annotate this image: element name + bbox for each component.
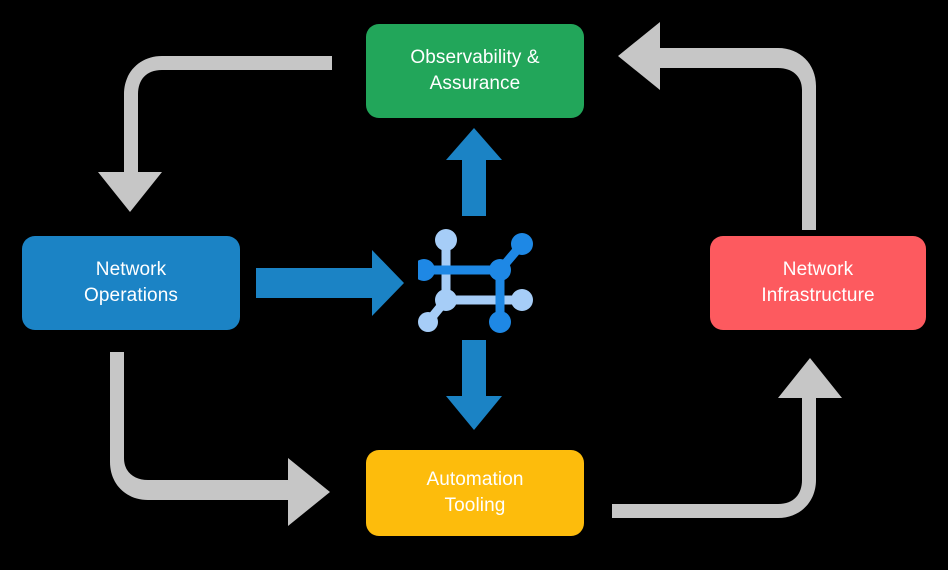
node-box-network-infrastructure[interactable]: Network Infrastructure [710, 236, 926, 330]
node-label-observability: Observability & Assurance [410, 46, 540, 94]
node-label-automation-tooling: Automation Tooling [426, 468, 524, 516]
arrow-hub-to-observability [446, 128, 502, 216]
node-label-network-operations: Network Operations [84, 258, 178, 306]
node-box-observability[interactable]: Observability & Assurance [366, 24, 584, 118]
arrow-hub-to-automation [446, 340, 502, 430]
network-topology-icon [418, 229, 533, 333]
node-box-network-operations[interactable]: Network Operations [22, 236, 240, 330]
arrow-automation-to-infrastructure [612, 358, 842, 518]
arrow-infrastructure-to-observability [618, 22, 816, 230]
node-box-automation-tooling[interactable]: Automation Tooling [366, 450, 584, 536]
arrow-operations-to-automation [110, 352, 330, 526]
node-label-network-infrastructure: Network Infrastructure [761, 258, 875, 306]
arrow-observability-to-operations [98, 56, 332, 212]
arrow-operations-to-hub [256, 250, 404, 316]
